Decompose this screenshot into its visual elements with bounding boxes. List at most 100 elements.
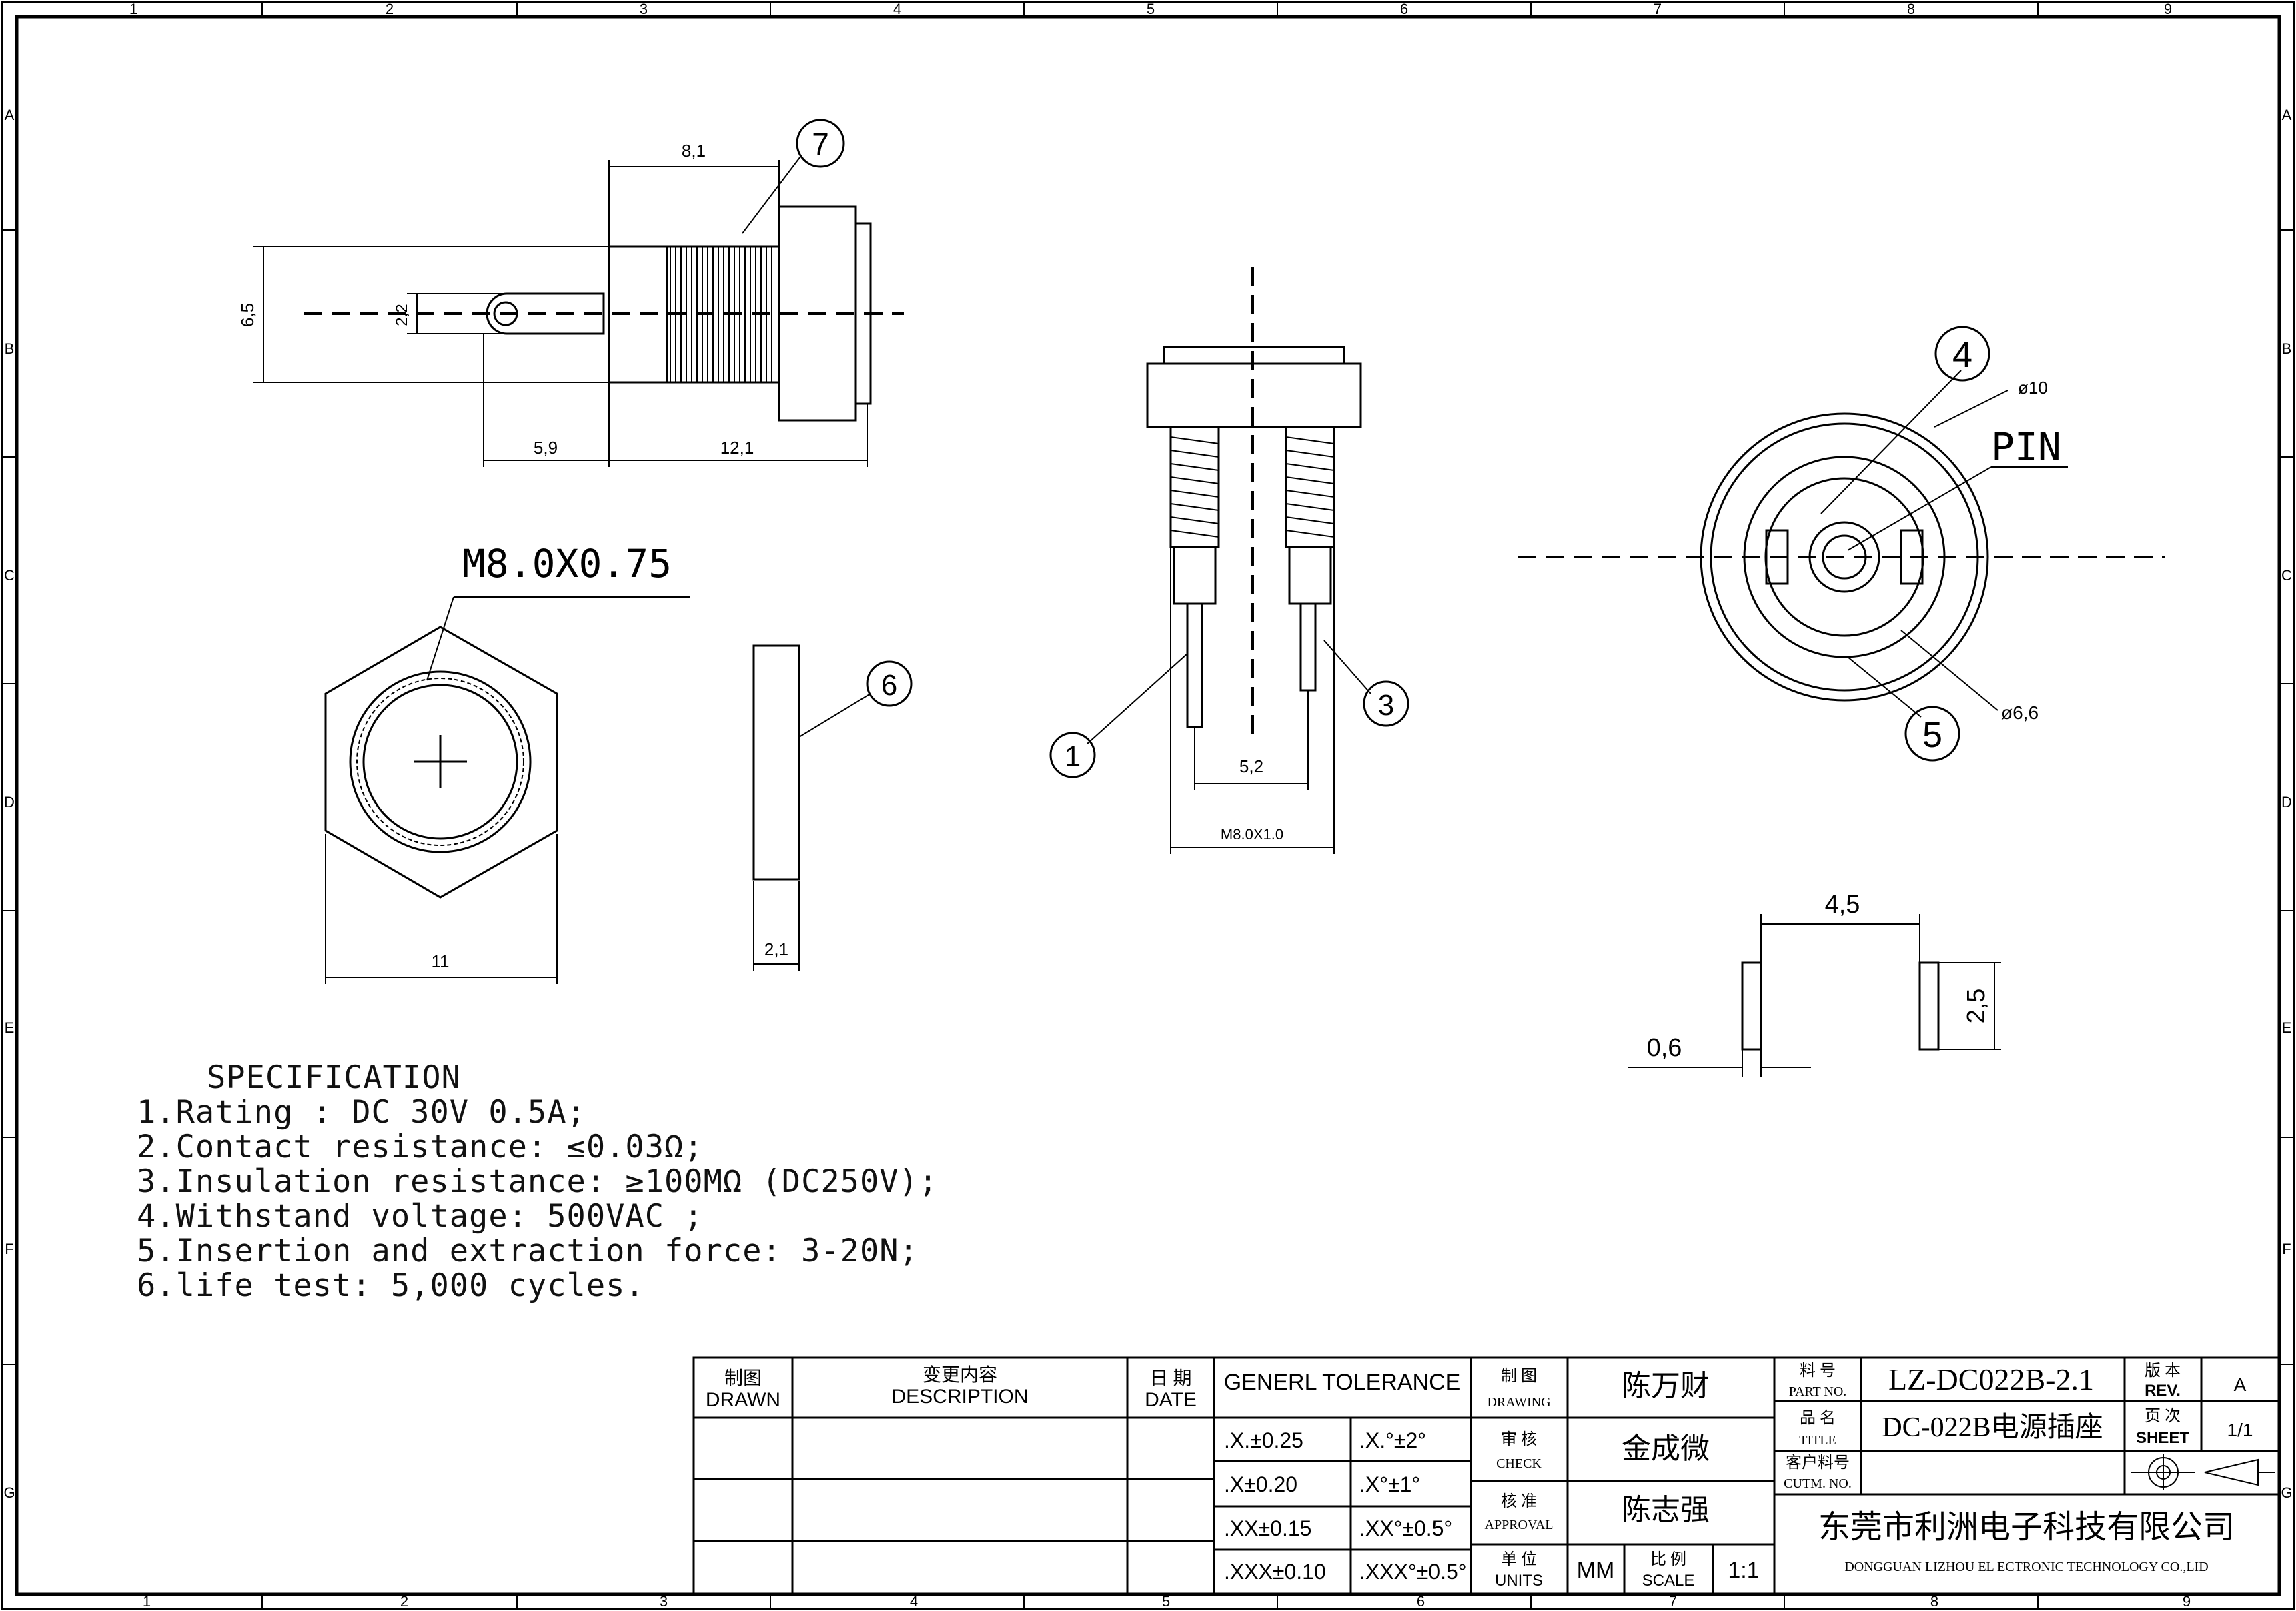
nut-view: M8.0X0.75 11 [324,541,690,984]
dim-pin-spacing: 5,2 [1239,756,1263,776]
zone-row-g-right: G [2281,1484,2292,1501]
zone-row-f-right: F [2282,1241,2291,1257]
tol-linear-1: .X.±0.25 [1224,1428,1303,1452]
callout-5-circle [1904,706,1960,762]
zone-col-5: 5 [1147,1,1155,17]
check-name: 金成微 [1622,1432,1710,1465]
approval-en: APPROVAL [1485,1518,1554,1532]
zone-row-c: C [4,567,15,584]
dim-overall-height: 6,5 [237,303,257,327]
zone-col-7-bottom: 7 [1669,1593,1677,1610]
dim-pin-height: 2,2 [393,304,411,326]
zone-col-6-bottom: 6 [1417,1593,1425,1610]
dim-body-length: 12,1 [720,438,754,458]
nut-thread-label: M8.0X0.75 [462,541,672,586]
tol-linear-2: .X±0.20 [1224,1472,1297,1496]
spec-line-1: 1.Rating : DC 30V 0.5A; [137,1094,586,1131]
rev-desc-en: DESCRIPTION [891,1386,1028,1408]
zone-col-3-bottom: 3 [660,1593,668,1610]
zone-col-4-bottom: 4 [910,1593,918,1610]
outer-diameter: ø10 [2018,378,2048,398]
zone-row-a: A [5,107,15,123]
rev-value: A [2234,1374,2247,1395]
zone-row-b-right: B [2282,340,2292,357]
zone-row-f: F [5,1241,13,1257]
spec-line-6: 6.life test: 5,000 cycles. [137,1267,645,1304]
units-value: MM [1577,1558,1615,1583]
spec-line-2: 2.Contact resistance: ≤0.03Ω; [137,1129,704,1165]
title-block: 制图 DRAWN 变更内容 DESCRIPTION 日 期 DATE GENER… [692,1356,2281,1596]
scale-cn: 比 例 [1650,1550,1686,1568]
units-en: UNITS [1495,1572,1543,1590]
zone-row-c-right: C [2281,567,2292,584]
top-view: 4 ø10 PIN ø6,6 5 [1518,326,2165,762]
rev-date-en: DATE [1145,1389,1197,1411]
zone-col-7: 7 [1654,1,1662,17]
zone-col-9: 9 [2164,1,2172,17]
spec-line-5: 5.Insertion and extraction force: 3-20N; [137,1233,919,1269]
dim-flange-depth: 8,1 [682,141,706,161]
rev-drawn-cn: 制图 [724,1368,762,1389]
company-cn: 东莞市利洲电子科技有限公司 [1818,1510,2235,1545]
rev-en: REV. [2145,1382,2181,1400]
title-en: TITLE [1799,1433,1836,1448]
callout-7-circle [796,119,845,168]
dim-pin-length: 5,9 [534,438,558,458]
zone-col-4: 4 [893,1,901,17]
callout-4-circle [1934,326,1990,382]
check-en: CHECK [1496,1456,1542,1471]
zone-col-5-bottom: 5 [1162,1593,1170,1610]
cust-no-cn: 客户料号 [1786,1454,1850,1472]
callout-6: 6 [881,669,897,702]
front-view: 1 3 5,2 M8.0X1.0 [1049,267,1409,854]
part-no: LZ-DC022B-2.1 [1888,1362,2094,1396]
tol-linear-3: .XX±0.15 [1224,1516,1311,1540]
zone-col-2: 2 [386,1,394,17]
zone-row-g: G [3,1484,15,1501]
tol-angle-2: .X°±1° [1359,1472,1420,1496]
pin-detail: 4,5 2,5 0,6 [1628,891,2001,1077]
sheet-en: SHEET [2136,1429,2189,1447]
rev-date-cn: 日 期 [1149,1368,1191,1389]
tol-angle-1: .X.°±2° [1359,1428,1426,1452]
pin-label: PIN [1991,424,2061,470]
side-view: 8,1 6,5 2,2 5,9 12,1 7 [237,119,904,467]
dim-pad-spacing: 4,5 [1825,891,1860,919]
projection-symbol [2131,1454,2275,1490]
zone-col-8: 8 [1907,1,1915,17]
approval-name: 陈志强 [1622,1494,1710,1526]
company-en: DONGGUAN LIZHOU EL ECTRONIC TECHNOLOGY C… [1844,1560,2208,1574]
units-cn: 单 位 [1501,1550,1537,1568]
callout-5: 5 [1922,715,1942,755]
dim-nut-width: 11 [432,951,450,971]
drawing-name: 陈万财 [1622,1370,1710,1402]
callout-1: 1 [1065,740,1081,773]
part-no-en: PART NO. [1789,1384,1847,1399]
zone-col-8-bottom: 8 [1930,1593,1938,1610]
spec-line-4: 4.Withstand voltage: 500VAC ; [137,1198,704,1235]
tol-angle-4: .XXX°±0.5° [1359,1560,1467,1584]
specification-title: SPECIFICATION [207,1059,461,1096]
scale-en: SCALE [1642,1572,1695,1590]
rev-desc-cn: 变更内容 [923,1364,997,1386]
callout-4: 4 [1952,335,1972,375]
inner-diameter: ø6,6 [2001,702,2039,723]
zone-col-3: 3 [640,1,648,17]
spec-line-3: 3.Insulation resistance: ≥100MΩ (DC250V)… [137,1163,939,1200]
dim-pad-width: 0,6 [1647,1034,1682,1062]
rev-drawn-en: DRAWN [706,1389,780,1411]
zone-row-a-right: A [2282,107,2292,123]
callout-3-circle [1363,680,1409,727]
dim-washer-thickness: 2,1 [764,939,788,959]
sheet-value: 1/1 [2227,1420,2253,1440]
drawing-en: DRAWING [1487,1395,1550,1410]
zone-col-6: 6 [1400,1,1408,17]
dim-pad-height: 2,5 [1962,989,1990,1024]
zone-row-e-right: E [2282,1019,2292,1036]
rev-cn: 版 本 [2145,1362,2181,1380]
check-cn: 审 核 [1501,1430,1537,1448]
zone-row-d-right: D [2281,794,2292,811]
callout-6-circle [866,660,913,707]
